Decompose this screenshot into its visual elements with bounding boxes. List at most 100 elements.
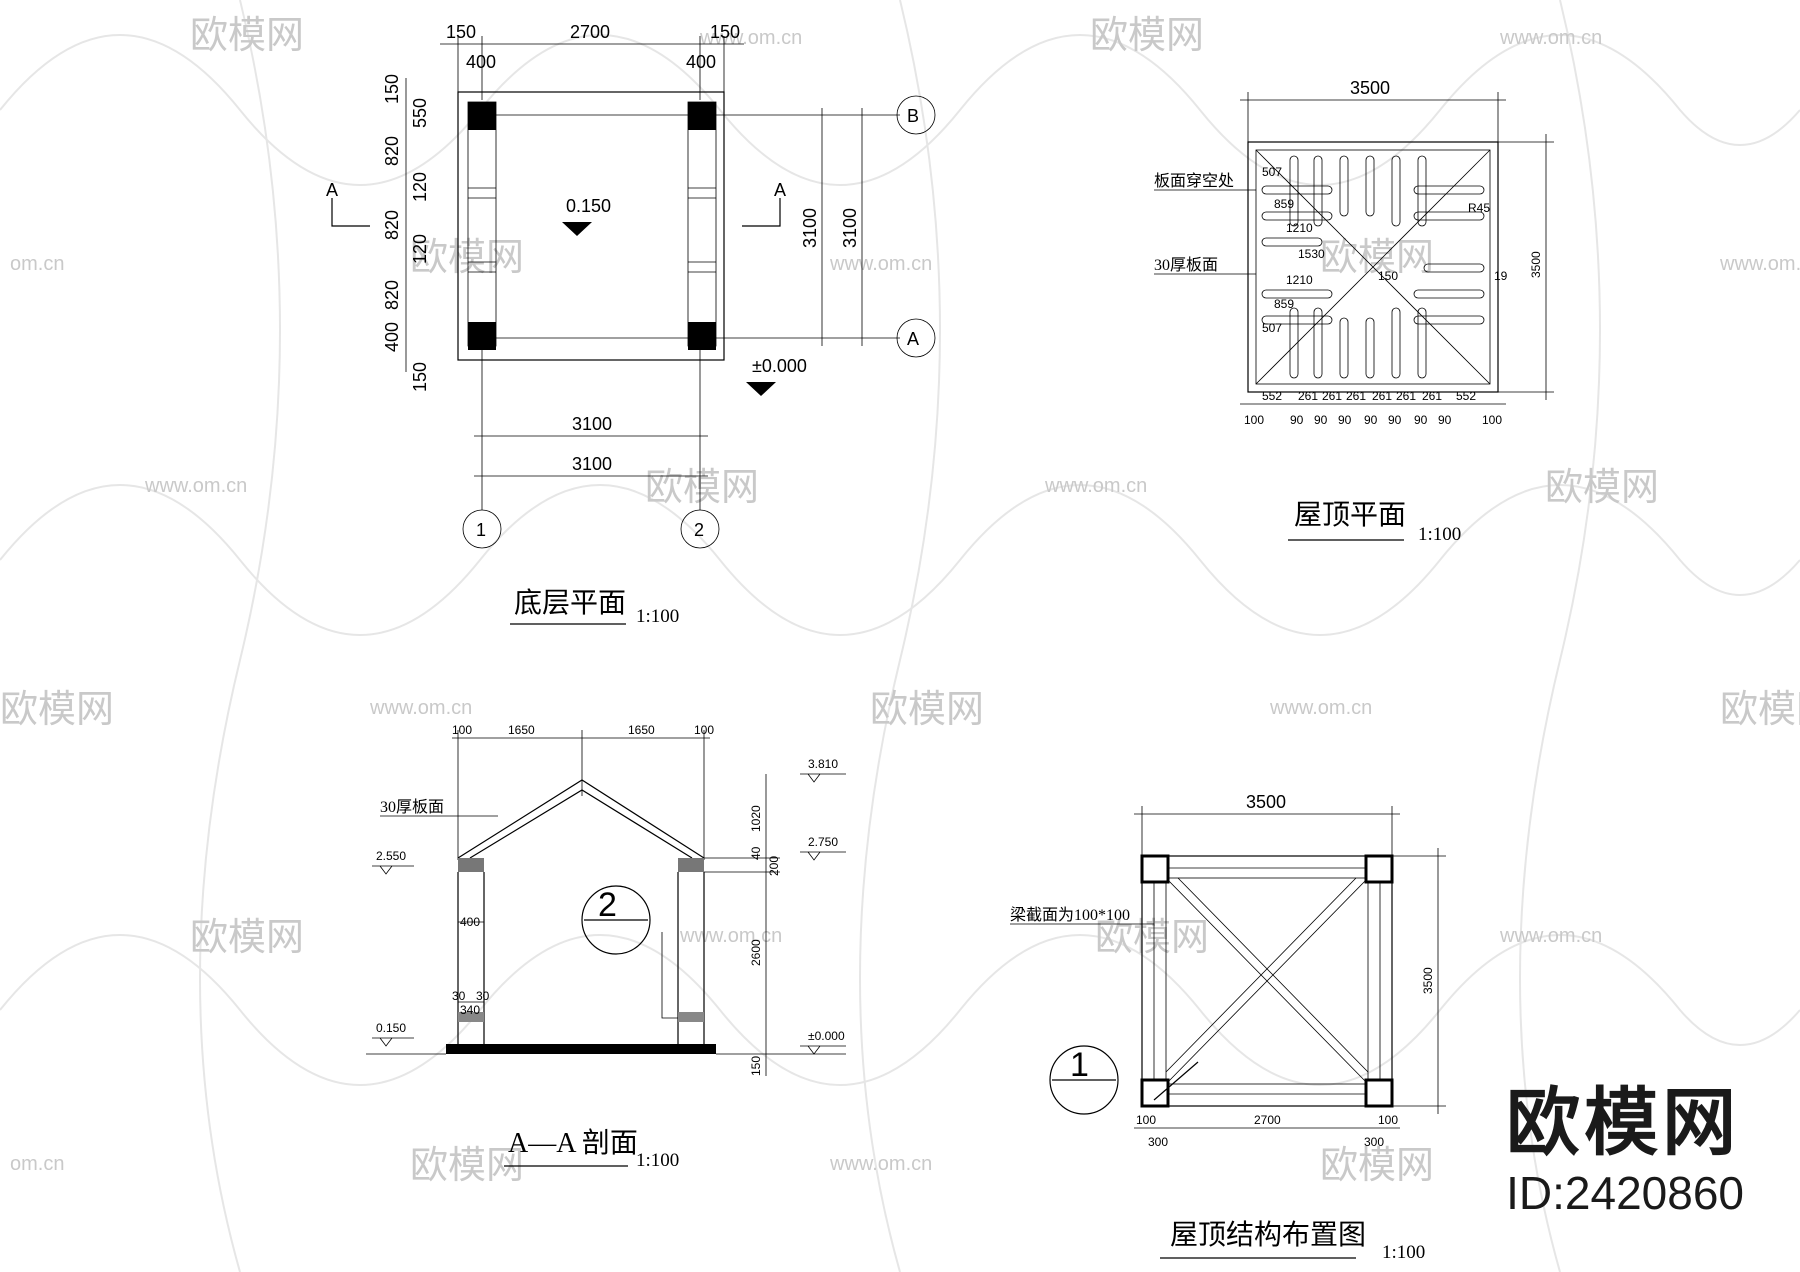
drawing-scale: 1:100	[1418, 524, 1461, 545]
watermark-url: www.om.cn	[1499, 925, 1602, 947]
dim-left: 550	[410, 98, 430, 128]
axis-label-2: 2	[694, 520, 704, 540]
watermark-url: www.om.cn	[1719, 253, 1800, 275]
dim-bottom: 261	[1322, 389, 1342, 403]
level-label: 0.150	[376, 1021, 406, 1035]
section-aa: 100 1650 1650 100 30厚板面 3.810 2.750	[366, 723, 846, 1171]
small-dim: 19	[1494, 269, 1508, 283]
inner-dim: 1210	[1286, 221, 1313, 235]
detail-callout-number: 2	[598, 886, 617, 924]
watermark-brand: 欧模网	[190, 917, 304, 959]
dim-top: 2700	[570, 22, 610, 42]
watermark-brand: 欧模网	[410, 237, 524, 279]
axis-label-1: 1	[476, 520, 486, 540]
dim-bottom: 300	[1148, 1135, 1168, 1149]
inner-dim: 1530	[1298, 247, 1325, 261]
level-label: 3.810	[808, 757, 838, 771]
watermark-brand: 欧模网	[1320, 1145, 1434, 1187]
inner-dim: 400	[460, 915, 480, 929]
level-label: ±0.000	[808, 1029, 845, 1043]
dim-left: 150	[382, 74, 402, 104]
dim-left: 150	[410, 362, 430, 392]
dim-right: 3500	[1529, 251, 1543, 278]
radius-label: R45	[1468, 201, 1490, 215]
dim-bottom: 261	[1372, 389, 1392, 403]
dim-bottom: 90	[1314, 413, 1328, 427]
dim-top: 150	[446, 22, 476, 42]
watermark-brand: 欧模网	[645, 467, 759, 509]
dim-bottom: 90	[1290, 413, 1304, 427]
dim-right: 2600	[749, 939, 763, 966]
dim-left: 120	[410, 234, 430, 264]
eave-beam	[458, 858, 484, 872]
watermark-brand: 欧模网	[1545, 467, 1659, 509]
roof-structure-plan: 3500 3500 100 2700 100 300 300 梁截面为100*1…	[1010, 792, 1446, 1263]
label-board: 30厚板面	[1154, 256, 1218, 274]
watermark-url: www.om.cn	[144, 475, 247, 497]
dim-bottom: 261	[1422, 389, 1442, 403]
drawing-scale: 1:100	[636, 1150, 679, 1171]
dim-top: 1650	[508, 723, 535, 737]
label-beam: 梁截面为100*100	[1010, 906, 1130, 924]
detail-callout	[1049, 1045, 1119, 1115]
column	[1140, 854, 1170, 884]
small-dim: 150	[1378, 269, 1398, 283]
section-mark: A	[326, 180, 338, 200]
dim-bottom: 90	[1388, 413, 1402, 427]
dim-bottom: 100	[1378, 1113, 1398, 1127]
level-label: 2.750	[808, 835, 838, 849]
dim-left: 820	[382, 136, 402, 166]
inner-dim: 859	[1274, 297, 1294, 311]
watermark-url: www.om.cn	[1044, 475, 1147, 497]
inner-dim: 507	[1262, 321, 1282, 335]
brand-id: ID:2420860	[1506, 1167, 1744, 1219]
inner-dim: 859	[1274, 197, 1294, 211]
dim-right: 40	[749, 846, 763, 860]
level-inside: 0.150	[566, 196, 611, 216]
dim-bottom: 100	[1482, 413, 1502, 427]
dim-top: 150	[710, 22, 740, 42]
drawing-title: 底层平面	[514, 587, 626, 619]
watermark-brand: 欧模网	[1320, 237, 1434, 279]
inner-dim: 507	[1262, 165, 1282, 179]
dim-top: 3500	[1350, 78, 1390, 98]
beam-frame	[1141, 855, 1393, 1107]
inner-dim: 30	[452, 989, 466, 1003]
dim-top: 100	[452, 723, 472, 737]
dim-bottom: 261	[1346, 389, 1366, 403]
column	[468, 102, 496, 130]
dim-bottom: 90	[1438, 413, 1452, 427]
drawing-title: 屋顶结构布置图	[1170, 1219, 1366, 1251]
brand-name: 欧模网	[1506, 1081, 1741, 1164]
watermark-url: om.cn	[10, 253, 64, 275]
axis-label-b: B	[907, 106, 919, 126]
drawing-scale: 1:100	[636, 606, 679, 627]
dim-bottom: 90	[1364, 413, 1378, 427]
dim-top-sub: 400	[686, 52, 716, 72]
dim-top: 3500	[1246, 792, 1286, 812]
drawing-title: A—A 剖面	[508, 1127, 638, 1159]
dim-left: 120	[410, 172, 430, 202]
dim-right: 200	[767, 856, 781, 876]
floor-slab-outline	[457, 91, 725, 361]
eave-beam	[678, 858, 704, 872]
dim-left: 820	[382, 210, 402, 240]
dim-left: 820	[382, 280, 402, 310]
watermark-url: om.cn	[10, 1153, 64, 1175]
watermark-brand: 欧模网	[1090, 15, 1204, 57]
dim-bottom: 261	[1298, 389, 1318, 403]
roof-plan: 3500 3500 板面穿空处 30厚板面 507 859 1210 1530 …	[1154, 78, 1554, 545]
dim-right: 1020	[749, 805, 763, 832]
column	[1140, 1078, 1170, 1108]
ground-floor-plan: 150 2700 150 400 400 150 550 820 120 820…	[326, 22, 936, 627]
watermark-url: www.om.cn	[679, 925, 782, 947]
level-label: 2.550	[376, 849, 406, 863]
watermark-brand: 欧模网	[0, 689, 114, 731]
dim-right: 150	[749, 1056, 763, 1076]
inner-dim: 30	[476, 989, 490, 1003]
column	[688, 102, 716, 130]
dim-bottom: 100	[1136, 1113, 1156, 1127]
column	[688, 322, 716, 350]
